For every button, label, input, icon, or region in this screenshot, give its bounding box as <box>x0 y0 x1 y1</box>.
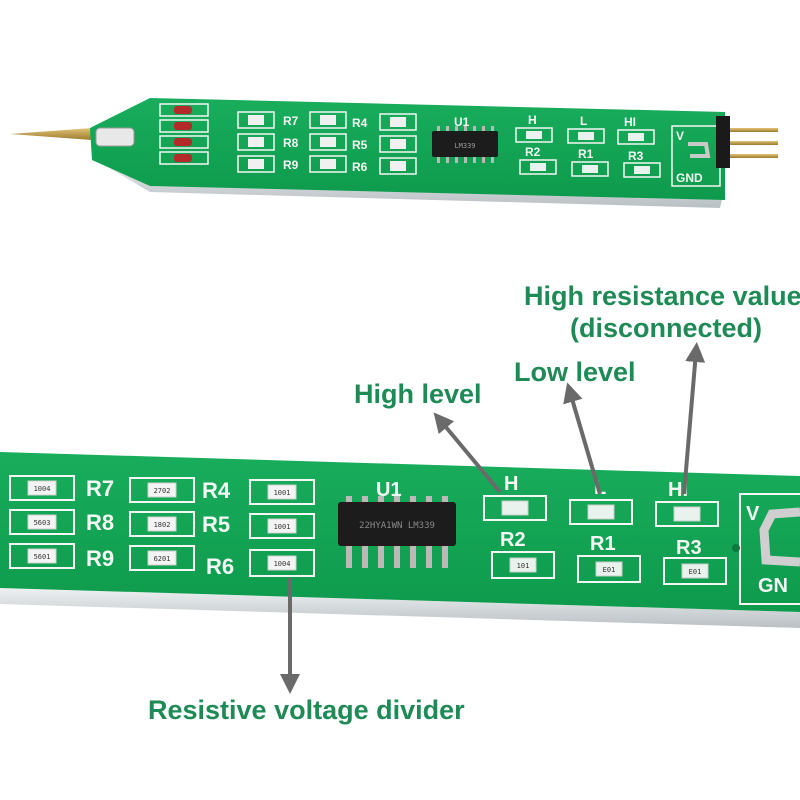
top-label-r7: R7 <box>283 114 299 128</box>
top-label-r1: R1 <box>578 147 594 161</box>
bottom-label-r1: R1 <box>590 533 616 555</box>
top-label-r4: R4 <box>352 116 368 130</box>
top-led-label-h: H <box>528 113 537 127</box>
bottom-label-r6: R6 <box>206 554 234 579</box>
mounting-dot <box>732 544 740 552</box>
bent-wire <box>688 142 711 158</box>
bottom-led-footprints <box>483 495 727 585</box>
arrow-high-level <box>433 412 502 494</box>
probe-solder-pad <box>95 127 135 147</box>
bottom-header-gnd: GN <box>758 575 788 597</box>
bottom-marking-2: 2702 <box>154 487 171 495</box>
bottom-marking-1: 1004 <box>34 485 51 493</box>
callout-high-level: High level <box>354 379 482 409</box>
header-pins <box>730 128 778 158</box>
bottom-label-r3: R3 <box>676 537 702 559</box>
bottom-label-r9: R9 <box>86 546 114 571</box>
top-board-edge <box>96 152 722 208</box>
bottom-marking-4: 5603 <box>34 519 51 527</box>
bottom-label-r7: R7 <box>86 476 114 501</box>
top-probe-board: R7 R4 R8 R5 R9 R6 U1 LM339 H L HI R2 R1 … <box>10 98 778 208</box>
bottom-ic-label: U1 <box>376 479 402 501</box>
header-plastic <box>716 116 730 168</box>
bottom-header-outline <box>739 493 800 605</box>
arrow-high-resistance <box>682 342 706 495</box>
top-ic-body <box>432 131 498 157</box>
bottom-ic-pins <box>346 496 448 568</box>
top-ic-marking: LM339 <box>454 142 475 150</box>
bottom-label-r8: R8 <box>86 510 114 535</box>
bottom-probe-board: 1004 2702 1001 5603 1802 1001 5601 6201 … <box>0 452 800 628</box>
bottom-header-v: V <box>746 503 760 525</box>
top-led-label-hi: HI <box>624 115 636 129</box>
bottom-label-r5: R5 <box>202 512 230 537</box>
bottom-resistor-footprints <box>9 475 315 577</box>
bottom-ic-marking: 22HYA1WN LM339 <box>359 521 435 531</box>
bottom-marking-7: 5601 <box>34 553 51 561</box>
top-header-gnd: GND <box>676 171 703 185</box>
bottom-ic-body <box>338 502 456 546</box>
bottom-marking-6: 1001 <box>274 523 291 531</box>
bottom-led-label-h: H <box>504 473 518 495</box>
bottom-led-res-marking-2: E01 <box>603 566 616 574</box>
top-header-v: V <box>676 129 684 143</box>
probe-needle <box>10 128 92 140</box>
top-label-r5: R5 <box>352 138 368 152</box>
bottom-label-r4: R4 <box>202 478 231 503</box>
callout-low-level: Low level <box>514 357 636 387</box>
bottom-bent-wire <box>759 507 800 567</box>
top-ic-pins <box>437 126 494 163</box>
bottom-marking-8: 6201 <box>154 555 171 563</box>
top-label-r8: R8 <box>283 136 299 150</box>
top-label-r2: R2 <box>525 145 541 159</box>
bottom-board-edge <box>0 588 800 628</box>
callout-divider: Resistive voltage divider <box>148 695 465 725</box>
top-label-r3: R3 <box>628 149 644 163</box>
protection-diodes <box>159 103 209 165</box>
callout-high-resistance-line1: High resistance value <box>524 281 800 311</box>
top-led-label-l: L <box>580 114 587 128</box>
top-ic-label: U1 <box>454 115 470 129</box>
bottom-marking-3: 1001 <box>274 489 291 497</box>
top-resistor-footprints <box>237 111 417 175</box>
bottom-led-res-marking-1: 101 <box>517 562 530 570</box>
bottom-marking-9: 1004 <box>274 560 291 568</box>
bottom-marking-5: 1802 <box>154 521 171 529</box>
top-label-r6: R6 <box>352 160 368 174</box>
bottom-led-res-marking-3: E01 <box>689 568 702 576</box>
callout-high-resistance-line2: (disconnected) <box>570 313 763 343</box>
callout-arrows <box>280 342 706 694</box>
top-label-r9: R9 <box>283 158 299 172</box>
bottom-label-r2: R2 <box>500 529 526 551</box>
arrow-low-level <box>563 382 602 495</box>
